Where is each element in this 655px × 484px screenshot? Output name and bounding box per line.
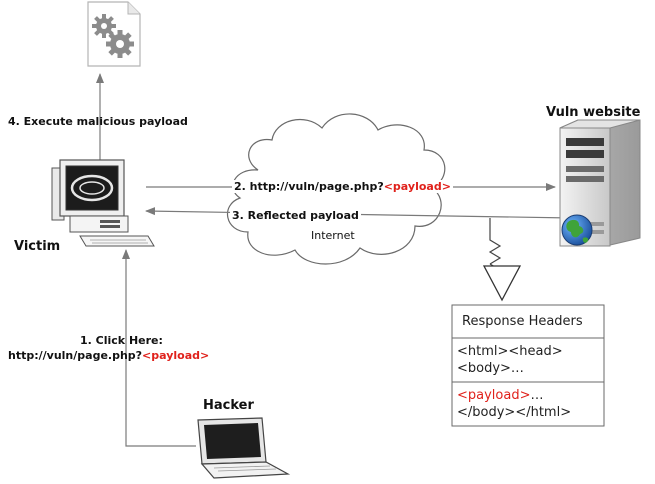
response-payload-line: <payload>… <box>457 387 543 404</box>
response-connector <box>482 218 522 302</box>
victim-label: Victim <box>14 239 61 254</box>
request-payload: <payload> <box>383 180 451 193</box>
response-headers-title: Response Headers <box>462 314 583 329</box>
click-payload: <payload> <box>142 349 210 362</box>
vuln-website-label: Vuln website <box>546 105 641 120</box>
reflected-label: 3. Reflected payload <box>230 209 361 222</box>
click-url: http://vuln/page.php? <box>8 349 143 362</box>
response-box <box>451 304 605 427</box>
response-ellipsis: … <box>530 388 544 403</box>
internet-label: Internet <box>311 229 355 242</box>
response-payload: <payload> <box>457 388 531 403</box>
hacker-label: Hacker <box>203 398 254 413</box>
click-label-line2: http://vuln/page.php?<payload> <box>8 349 209 362</box>
request-url: 2. http://vuln/page.php? <box>234 180 384 193</box>
arrow-click <box>122 249 196 447</box>
laptop-icon <box>197 417 291 479</box>
click-label-line1: 1. Click Here: <box>80 334 163 347</box>
globe-icon <box>561 214 593 246</box>
response-body-close: </body></html> <box>457 405 572 420</box>
execute-label: 4. Execute malicious payload <box>8 115 188 128</box>
desktop-computer-icon <box>51 159 155 247</box>
gears-document-icon <box>87 1 141 67</box>
response-body-open: <body>… <box>457 361 524 376</box>
request-label: 2. http://vuln/page.php?<payload> <box>232 180 453 193</box>
response-html-head: <html><head> <box>457 344 563 359</box>
